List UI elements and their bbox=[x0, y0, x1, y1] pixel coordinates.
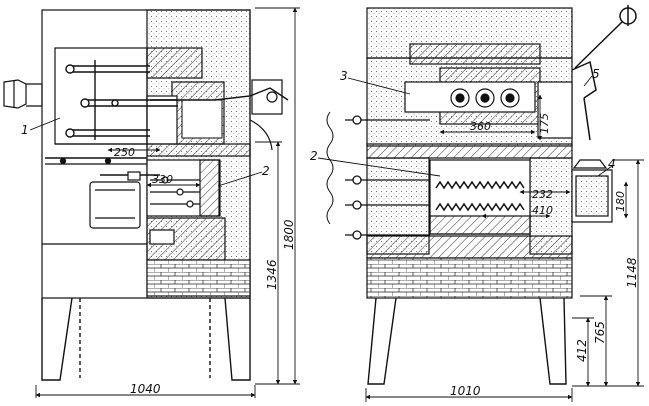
callout-4: 4 bbox=[608, 157, 616, 171]
left-motor bbox=[3, 79, 43, 109]
right-base-hatch bbox=[366, 235, 573, 259]
dim-410: 410 bbox=[532, 204, 553, 217]
dim-330: 330 bbox=[152, 173, 173, 186]
left-brick-base bbox=[146, 259, 251, 297]
dim-1040: 1040 bbox=[130, 382, 161, 396]
callout-2-left: 2 bbox=[262, 164, 270, 178]
right-dimensions bbox=[365, 94, 644, 402]
right-mid-slab bbox=[366, 143, 573, 159]
dim-232: 232 bbox=[532, 188, 553, 201]
right-door bbox=[571, 159, 613, 223]
right-legs bbox=[367, 297, 567, 385]
left-view bbox=[3, 7, 300, 398]
left-legs bbox=[41, 297, 251, 381]
dim-1346: 1346 bbox=[265, 259, 279, 290]
dim-765: 765 bbox=[593, 321, 607, 344]
dim-1148: 1148 bbox=[625, 257, 639, 288]
right-view bbox=[317, 5, 644, 402]
leader-2-left bbox=[217, 171, 263, 187]
callout-3: 3 bbox=[340, 69, 348, 83]
callout-5: 5 bbox=[592, 67, 600, 81]
dim-360: 360 bbox=[470, 120, 491, 133]
callout-2-right: 2 bbox=[310, 149, 318, 163]
heater-coil-top bbox=[435, 180, 525, 190]
heater-coil-bottom bbox=[435, 202, 525, 212]
right-lever bbox=[571, 5, 637, 141]
left-dimensions bbox=[35, 7, 300, 398]
left-mid-block bbox=[146, 143, 251, 157]
dim-175: 175 bbox=[538, 113, 551, 134]
dim-180: 180 bbox=[614, 191, 627, 212]
leader-1 bbox=[29, 117, 61, 131]
dim-412: 412 bbox=[575, 339, 589, 362]
left-controls bbox=[45, 157, 200, 229]
dim-1010: 1010 bbox=[450, 384, 481, 398]
left-control-box bbox=[89, 181, 141, 229]
dim-250: 250 bbox=[114, 146, 135, 159]
right-upper-hatch bbox=[409, 43, 541, 65]
right-terminals bbox=[326, 111, 430, 240]
left-upper-block bbox=[146, 47, 203, 79]
callout-1: 1 bbox=[21, 123, 29, 137]
dim-1800: 1800 bbox=[282, 219, 296, 250]
left-rod-mechanism bbox=[65, 60, 178, 140]
right-brick-base bbox=[366, 257, 573, 299]
left-lifting-arm bbox=[150, 87, 289, 101]
